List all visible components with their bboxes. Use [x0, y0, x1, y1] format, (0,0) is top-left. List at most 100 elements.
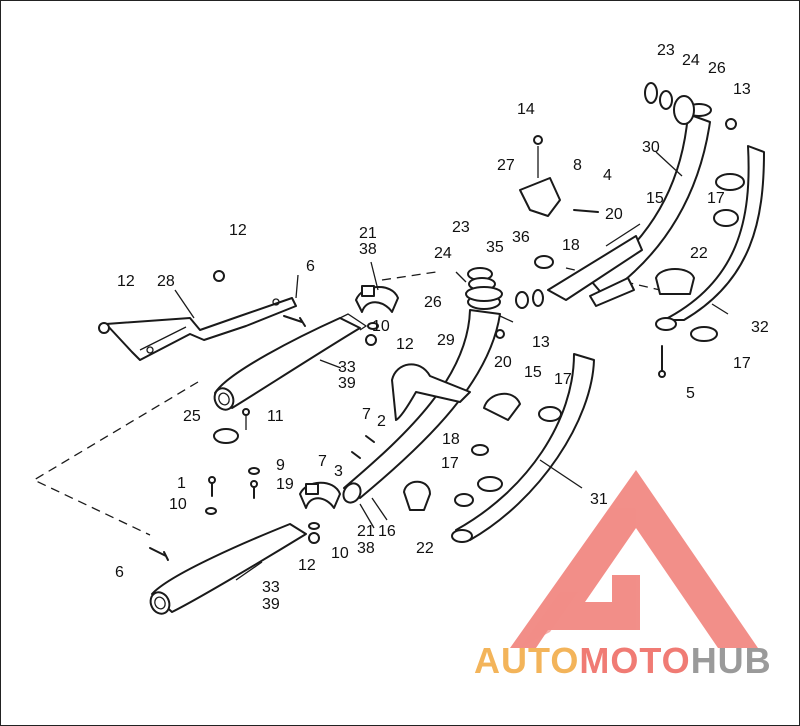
- heatshield-15-bracket: [605, 223, 641, 247]
- ring-36: [532, 289, 544, 307]
- clamp-18-upper: [534, 255, 554, 269]
- callout-label: 4: [603, 167, 612, 184]
- clamp-21-lower: [299, 481, 341, 509]
- flange-26-rear: [673, 95, 695, 125]
- clamp-22-lower: [403, 480, 431, 511]
- callout-label: 20: [605, 206, 623, 223]
- nut-13-mid: [495, 329, 505, 339]
- leader-lines: [174, 151, 729, 581]
- pipe-31-lower: [451, 353, 595, 543]
- callout-label: 17: [554, 371, 572, 388]
- bolt-2: [365, 435, 375, 443]
- bolt-5: [658, 345, 666, 378]
- callout-label: 5: [686, 385, 695, 402]
- spacer-35: [515, 291, 529, 309]
- crossover-20-lower: [391, 363, 521, 421]
- callout-label: 7: [318, 453, 327, 470]
- callout-label: 26: [424, 294, 442, 311]
- callout-label: 11: [267, 408, 284, 425]
- clamp-17-rear-top: [715, 173, 745, 191]
- callout-label: 16: [378, 523, 396, 540]
- bracket-27: [519, 135, 561, 217]
- callout-label: 22: [690, 245, 708, 262]
- nut-13-rear: [725, 118, 737, 130]
- callout-label: 39: [338, 375, 356, 392]
- callout-label: 8: [573, 157, 582, 174]
- nut-12-bracket-top: [213, 270, 225, 282]
- callout-label: 15: [524, 364, 542, 381]
- callout-label: 17: [733, 355, 751, 372]
- callout-label: 24: [434, 245, 452, 262]
- callout-label: 6: [306, 258, 315, 275]
- clamp-21-upper: [355, 285, 399, 313]
- callout-label: 12: [117, 273, 135, 290]
- nut-12-upper: [365, 334, 377, 346]
- callout-label: 10: [169, 496, 187, 513]
- callout-label: 26: [708, 60, 726, 77]
- callout-label: 18: [562, 237, 580, 254]
- callout-label: 23: [657, 42, 675, 59]
- clamp-17-lower-a: [538, 406, 562, 422]
- clamp-22-rear: [655, 268, 695, 295]
- watermark-part-moto: MOTO: [579, 640, 691, 681]
- bolt-19: [250, 480, 258, 499]
- callout-label: 33: [262, 579, 280, 596]
- callout-label: 27: [497, 157, 515, 174]
- callout-label: 38: [359, 241, 377, 258]
- callout-label: 10: [372, 318, 390, 335]
- callout-label: 18: [442, 431, 460, 448]
- callout-label: 30: [642, 139, 660, 156]
- callout-label: 17: [441, 455, 459, 472]
- callout-label: 35: [486, 239, 504, 256]
- washer-10-left: [205, 507, 217, 515]
- callout-label: 7: [362, 406, 371, 423]
- callout-label: 21: [359, 225, 377, 242]
- washer-9: [248, 467, 260, 475]
- bolt-1: [208, 476, 216, 497]
- callout-label: 19: [276, 476, 294, 493]
- muffler-33-upper: [213, 313, 368, 411]
- callout-label: 17: [707, 190, 725, 207]
- callout-label: 36: [512, 229, 530, 246]
- washer-10-upper: [367, 322, 379, 330]
- watermark-part-hub: HUB: [690, 640, 772, 681]
- callout-label: 10: [331, 545, 349, 562]
- sleeve-upper: [589, 277, 635, 307]
- callout-label: 14: [517, 101, 535, 118]
- flange-26-front: [465, 286, 503, 302]
- callout-label: 2: [377, 413, 386, 430]
- callout-label: 31: [590, 491, 608, 508]
- callout-label: 13: [733, 81, 751, 98]
- callout-label: 15: [646, 190, 664, 207]
- callout-label: 1: [177, 475, 186, 492]
- gasket-23-rear: [644, 82, 658, 104]
- callout-label: 32: [751, 319, 769, 336]
- clamp-17-lower-c: [454, 493, 474, 507]
- callout-label: 13: [532, 334, 550, 351]
- nut-12-bracket-left: [98, 322, 110, 334]
- watermark-part-auto: AUTO: [474, 640, 580, 681]
- bracket-28: [105, 297, 297, 361]
- callout-label: 12: [396, 336, 414, 353]
- ring-24-rear: [659, 90, 673, 110]
- callout-label: 29: [437, 332, 455, 349]
- callout-label: 20: [494, 354, 512, 371]
- callout-label: 33: [338, 359, 356, 376]
- bolt-3: [351, 451, 361, 459]
- bolt-6-lower: [149, 547, 169, 561]
- callout-labels: 23 24 26 13 14 30 27 8 4 17 15 20 12 21 …: [115, 42, 769, 613]
- callout-label: 39: [262, 596, 280, 613]
- callout-label: 38: [357, 540, 375, 557]
- watermark-logo: [510, 470, 758, 648]
- nut-12-lower: [308, 532, 320, 544]
- callout-label: 23: [452, 219, 470, 236]
- clamp-17-lower-b: [477, 476, 503, 492]
- muffler-32-rear: [655, 145, 765, 331]
- crossover-20-upper: [547, 235, 643, 301]
- callout-label: 12: [298, 557, 316, 574]
- clamp-17-rear-low: [690, 326, 718, 342]
- spacer-25: [213, 408, 250, 444]
- callout-label: 21: [357, 523, 375, 540]
- washer-10-lower: [308, 522, 320, 530]
